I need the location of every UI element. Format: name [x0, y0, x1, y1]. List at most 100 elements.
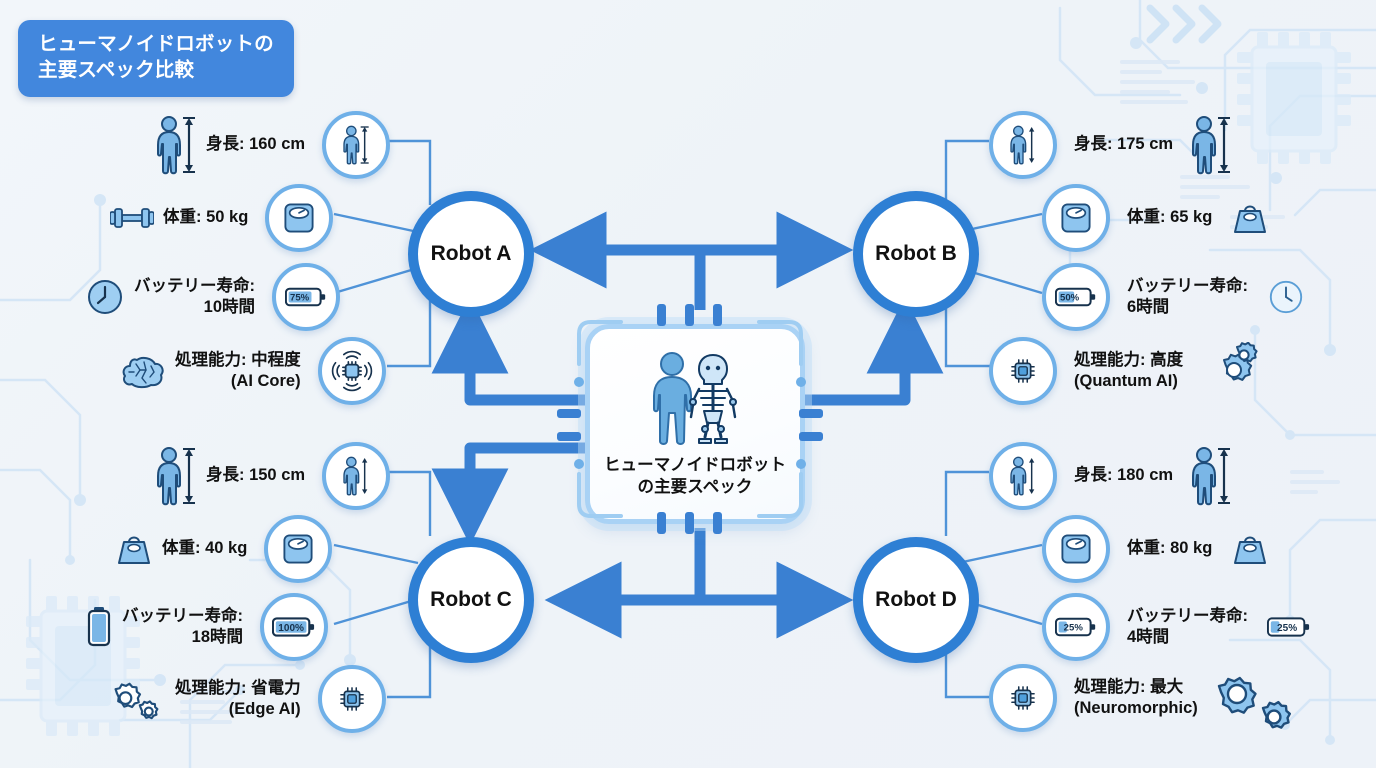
icon-circle-processing[interactable] — [317, 665, 386, 733]
spec-label-sub: 18時間 — [191, 628, 243, 646]
spec-label-sub: (Neuromorphic) — [1074, 699, 1198, 717]
arrow-hub-to-robot-c — [544, 528, 706, 639]
clock-icon — [85, 277, 125, 317]
clock-icon — [1267, 278, 1305, 316]
spec-label-sub: (Quantum AI) — [1074, 372, 1178, 390]
spec-robot-b-weight[interactable]: 体重: 65 kg — [1042, 184, 1269, 252]
arrow-hub-to-robot-b-right — [760, 296, 944, 406]
spec-label: 処理能力: 高度 (Quantum AI) — [1074, 350, 1183, 392]
spec-robot-d-height[interactable]: 身長: 180 cm — [989, 442, 1232, 510]
spec-label: バッテリー寿命: 18時間 — [122, 606, 243, 648]
icon-circle-battery[interactable]: 50% — [1042, 263, 1110, 331]
icon-circle-height[interactable] — [989, 442, 1057, 510]
page-title: ヒューマノイドロボットの 主要スペック比較 — [18, 20, 294, 97]
spec-label: 体重: 80 kg — [1127, 539, 1213, 558]
spec-label: 処理能力: 中程度 (AI Core) — [175, 350, 301, 392]
node-robot-d[interactable]: Robot D — [853, 537, 979, 663]
spec-label: 処理能力: 省電力 (Edge AI) — [175, 678, 301, 720]
spec-label-main: 処理能力: 省電力 — [175, 678, 301, 697]
arrow-hub-to-robot-a — [529, 211, 706, 310]
spokes-robot-c — [333, 470, 432, 699]
arrow-hub-to-robot-d — [694, 528, 854, 639]
spec-label-main: 処理能力: 高度 — [1074, 350, 1184, 369]
weight-bag-icon — [1231, 201, 1269, 235]
arrow-hub-to-robot-c-left — [431, 442, 620, 546]
spec-robot-d-weight[interactable]: 体重: 80 kg — [1042, 515, 1269, 583]
icon-circle-battery[interactable]: 25% — [1042, 593, 1110, 661]
icon-circle-height[interactable] — [322, 442, 391, 510]
dumbbell-icon — [110, 203, 154, 233]
icon-circle-weight[interactable] — [264, 515, 333, 583]
node-robot-d-label: Robot D — [875, 588, 957, 611]
hub-title: ヒューマノイドロボット の主要スペック — [604, 455, 786, 499]
spec-label-sub: (AI Core) — [230, 372, 301, 390]
battery-percent-text: 25% — [1277, 623, 1297, 634]
central-hub[interactable]: ヒューマノイドロボット の主要スペック — [557, 304, 823, 534]
hub-title-line1: ヒューマノイドロボット — [603, 456, 787, 475]
spokes-robot-a — [333, 139, 432, 368]
human-skeleton-icon — [653, 352, 737, 446]
spec-robot-c-processing[interactable]: 処理能力: 省電力 (Edge AI) — [110, 665, 386, 733]
spec-label: 身長: 150 cm — [206, 466, 306, 485]
icon-circle-processing[interactable] — [989, 337, 1057, 405]
spec-robot-b-height[interactable]: 身長: 175 cm — [989, 111, 1232, 179]
page-title-line2: 主要スペック比較 — [38, 58, 195, 81]
icon-circle-weight[interactable] — [265, 184, 334, 252]
spec-label-main: バッテリー寿命: — [134, 276, 255, 295]
spec-robot-a-processing[interactable]: 処理能力: 中程度 (AI Core) — [120, 337, 386, 405]
spec-label: 体重: 50 kg — [163, 208, 249, 227]
node-robot-b-label: Robot B — [875, 242, 957, 265]
spec-robot-d-processing[interactable]: 処理能力: 最大 (Neuromorphic) — [989, 660, 1299, 736]
icon-circle-processing[interactable] — [989, 664, 1057, 732]
icon-circle-height[interactable] — [322, 111, 391, 179]
person-height-icon — [1190, 446, 1232, 506]
spec-label: 身長: 160 cm — [206, 135, 306, 154]
arrow-hub-to-robot-a-left — [431, 296, 620, 406]
battery-low-icon: 25% — [1267, 615, 1311, 639]
weight-bag-icon — [1231, 532, 1269, 566]
gears-icon — [110, 673, 166, 725]
page-title-line1: ヒューマノイドロボットの — [38, 33, 274, 55]
spec-label: バッテリー寿命: 4時間 — [1127, 606, 1248, 648]
person-height-icon — [1190, 115, 1232, 175]
spec-robot-a-weight[interactable]: 体重: 50 kg — [110, 184, 334, 252]
spec-label-sub: 6時間 — [1127, 298, 1170, 316]
spec-label-sub: 10時間 — [203, 298, 255, 316]
spec-label-main: バッテリー寿命: — [1127, 606, 1248, 625]
battery-full-icon — [85, 605, 113, 649]
spec-robot-c-height[interactable]: 身長: 150 cm — [155, 442, 391, 510]
arrow-hub-to-robot-b — [694, 211, 854, 310]
spec-robot-c-battery[interactable]: バッテリー寿命: 18時間 100% — [85, 593, 328, 661]
spec-robot-d-battery[interactable]: 25% バッテリー寿命: 4時間 25% — [1042, 593, 1311, 661]
spec-label: 体重: 65 kg — [1127, 208, 1213, 227]
person-height-icon — [155, 115, 197, 175]
spec-robot-b-processing[interactable]: 処理能力: 高度 (Quantum AI) — [989, 337, 1262, 405]
spec-label: バッテリー寿命: 10時間 — [134, 276, 255, 318]
icon-circle-battery[interactable]: 75% — [272, 263, 340, 331]
gears-icon — [1213, 660, 1299, 736]
node-robot-a[interactable]: Robot A — [408, 191, 534, 317]
hub-title-line2: の主要スペック — [637, 478, 753, 496]
battery-percent-text: 100% — [278, 623, 304, 634]
icon-circle-processing[interactable] — [317, 337, 386, 405]
battery-percent-text: 75% — [290, 293, 310, 304]
battery-percent-text: 25% — [1064, 623, 1084, 634]
icon-circle-weight[interactable] — [1042, 515, 1110, 583]
spec-label-sub: (Edge AI) — [228, 700, 301, 718]
spec-robot-a-battery[interactable]: バッテリー寿命: 10時間 75% — [85, 263, 340, 331]
icon-circle-weight[interactable] — [1042, 184, 1110, 252]
node-robot-c[interactable]: Robot C — [408, 537, 534, 663]
spec-robot-a-height[interactable]: 身長: 160 cm — [155, 111, 391, 179]
spec-label: 身長: 180 cm — [1074, 466, 1174, 485]
icon-circle-battery[interactable]: 100% — [260, 593, 328, 661]
spec-robot-b-battery[interactable]: 50% バッテリー寿命: 6時間 — [1042, 263, 1305, 331]
hub-circuit-frame — [557, 304, 823, 534]
spec-robot-c-weight[interactable]: 体重: 40 kg — [115, 515, 333, 583]
spec-label-main: バッテリー寿命: — [1127, 276, 1248, 295]
node-robot-b[interactable]: Robot B — [853, 191, 979, 317]
node-robot-c-label: Robot C — [430, 588, 512, 611]
battery-percent-text: 50% — [1060, 293, 1080, 304]
icon-circle-height[interactable] — [989, 111, 1057, 179]
